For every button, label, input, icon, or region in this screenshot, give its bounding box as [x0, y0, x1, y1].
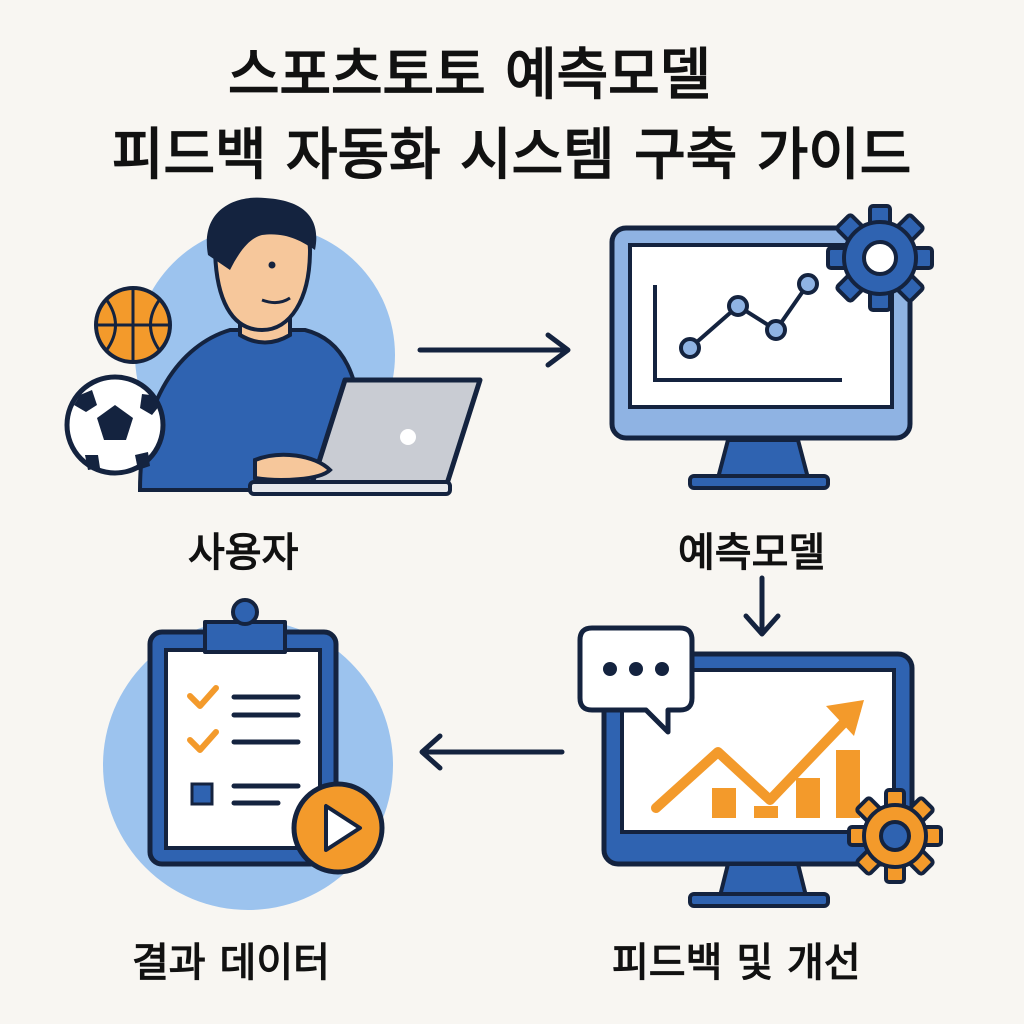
gear-icon: [826, 204, 934, 312]
user-scene: [64, 197, 483, 496]
person-eye: [268, 261, 276, 269]
model-monitor-icon: [609, 225, 913, 490]
chat-bubble-icon: [577, 625, 695, 735]
arrow-feedback-to-result: [419, 733, 565, 771]
title-line-2: 피드백 자동화 시스템 구축 가이드: [112, 123, 912, 188]
person-hand: [253, 452, 333, 482]
arrow-user-to-model: [417, 332, 571, 368]
node-label-user: 사용자: [188, 530, 299, 576]
basketball-icon: [94, 286, 172, 364]
arrow-model-to-feedback: [743, 575, 781, 637]
growth-chart-icon: [651, 700, 864, 818]
laptop-logo: [400, 429, 416, 445]
clipboard-icon: [103, 598, 393, 910]
play-icon: [291, 781, 385, 875]
node-label-feedback: 피드백 및 개선: [612, 940, 861, 986]
gear-icon: [847, 788, 943, 884]
soccer-ball-icon: [64, 374, 166, 476]
laptop-base: [248, 480, 452, 496]
node-label-result: 결과 데이터: [132, 940, 330, 986]
node-label-model: 예측모델: [678, 530, 826, 576]
title-line-1: 스포츠토토 예측모델: [228, 43, 712, 108]
person-mouth: [261, 296, 291, 305]
person-hair: [206, 197, 317, 270]
